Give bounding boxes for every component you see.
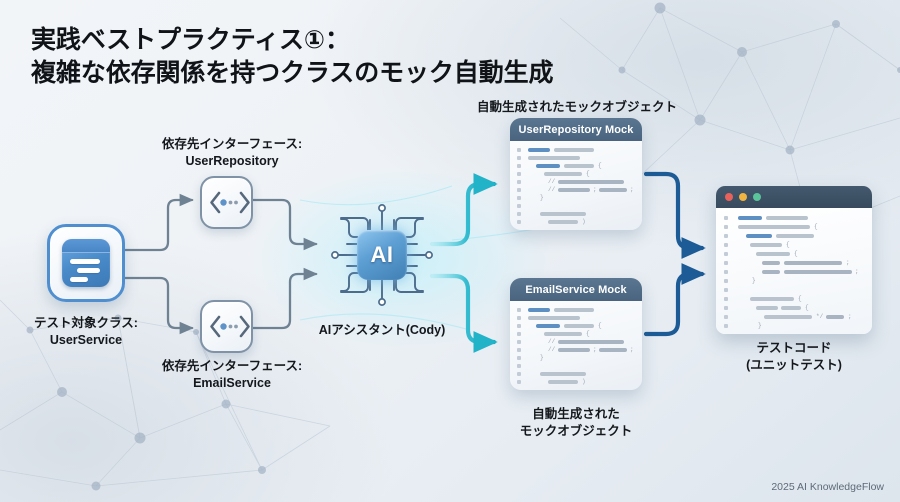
mock-card-title: EmailService Mock	[510, 278, 642, 301]
code-brackets-icon	[210, 191, 250, 214]
ai-chip-core-label: AI	[357, 230, 407, 280]
node-iface-bottom-label: 依存先インターフェース: EmailService	[161, 359, 303, 390]
mock-card-user-repository[interactable]: UserRepository Mock { { // //;; } )	[510, 118, 642, 230]
mock-card-code: { { // //;; } )	[510, 141, 642, 230]
mock-card-title: UserRepository Mock	[510, 118, 642, 141]
output-label: テストコード (ユニットテスト)	[746, 341, 842, 372]
window-title-bar	[716, 186, 872, 208]
node-ai-assistant[interactable]: AI	[323, 196, 441, 314]
code-brackets-icon	[210, 315, 250, 338]
class-document-icon	[62, 239, 110, 287]
node-iface-top-label: 依存先インターフェース: UserRepository	[161, 137, 303, 168]
node-ai-label: AIアシスタント(Cody)	[318, 323, 446, 337]
footer-text: 2025 AI KnowledgeFlow	[771, 481, 884, 493]
window-maximize-icon[interactable]	[753, 193, 761, 201]
mock-card-email-service[interactable]: EmailService Mock { { // //;; } )	[510, 278, 642, 390]
page-title: 実践ベストプラクティス①： 複雑な依存関係を持つクラスのモック自動生成	[31, 26, 554, 87]
mock-card-code: { { // //;; } )	[510, 301, 642, 390]
node-iface-email-service[interactable]	[200, 300, 253, 353]
mocks-header-label: 自動生成されたモックオブジェクト	[476, 100, 677, 114]
node-iface-user-repository[interactable]	[200, 176, 253, 229]
window-close-icon[interactable]	[725, 193, 733, 201]
mocks-footer-label: 自動生成された モックオブジェクト	[519, 407, 633, 438]
node-user-service-label: テスト対象クラス: UserService	[34, 316, 138, 347]
node-user-service[interactable]	[47, 224, 125, 302]
output-code-content: { { { ; ; } { { */; }	[716, 208, 872, 334]
window-minimize-icon[interactable]	[739, 193, 747, 201]
output-code-window[interactable]: { { { ; ; } { { */; }	[716, 186, 872, 334]
